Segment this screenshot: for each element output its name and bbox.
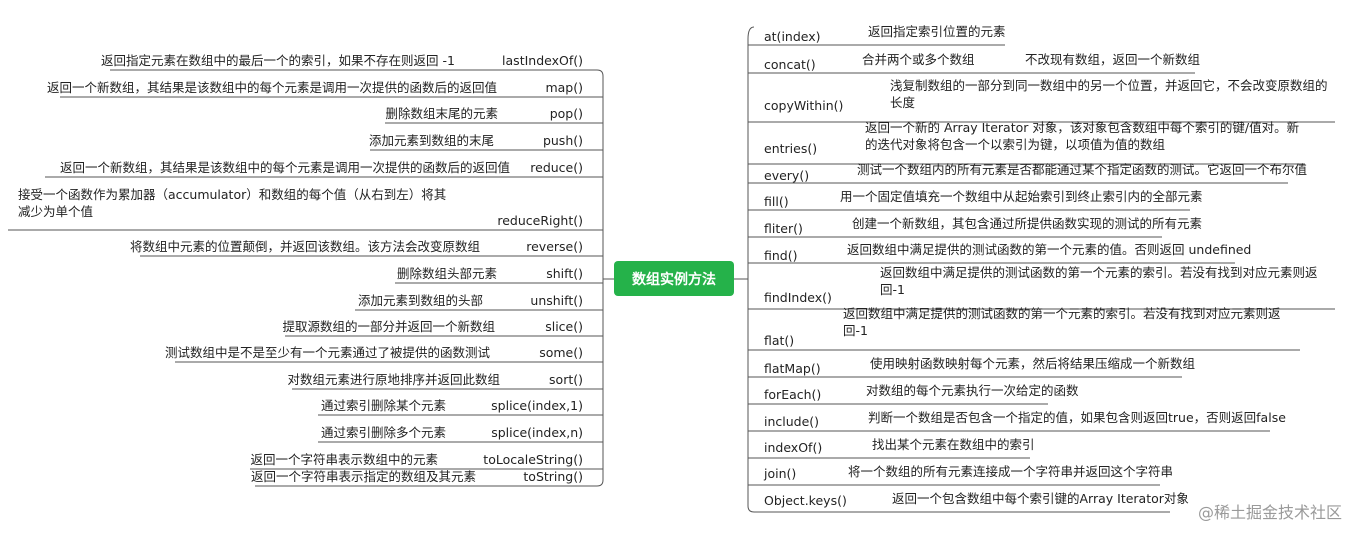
right-method-label[interactable]: every() <box>764 168 810 183</box>
right-method-label[interactable]: flatMap() <box>764 361 821 376</box>
right-desc-label: 返回指定索引位置的元素 <box>868 24 1006 39</box>
right-method-label[interactable]: entries() <box>764 141 818 156</box>
right-spine-bottom <box>747 505 755 513</box>
left-desc-label: 测试数组中是不是至少有一个元素通过了被提供的函数测试 <box>164 345 490 360</box>
left-desc-label: 提取源数组的一部分并返回一个新数组 <box>282 319 495 334</box>
left-method-label[interactable]: toString() <box>523 469 583 484</box>
right-method-label[interactable]: find() <box>764 248 798 263</box>
left-desc-label: 删除数组头部元素 <box>396 266 497 281</box>
right-desc-label: 测试一个数组内的所有元素是否都能通过某个指定函数的测试。它返回一个布尔值 <box>857 162 1308 177</box>
right-subdesc-label: 不改现有数组，返回一个新数组 <box>1025 52 1201 67</box>
left-method-label[interactable]: reverse() <box>526 239 583 254</box>
right-desc-label: 返回数组中满足提供的测试函数的第一个元素的索引。若没有找到对应元素则返回-1 <box>843 306 1281 338</box>
right-method-label[interactable]: fliter() <box>764 221 803 236</box>
right-method-label[interactable]: findIndex() <box>764 290 832 305</box>
left-method-label[interactable]: unshift() <box>530 293 583 308</box>
right-method-label[interactable]: forEach() <box>764 387 822 402</box>
left-desc-label: 通过索引删除多个元素 <box>320 425 446 440</box>
left-desc-label: 删除数组末尾的元素 <box>385 106 498 121</box>
right-method-label[interactable]: copyWithin() <box>764 98 844 113</box>
left-desc-label: 添加元素到数组的头部 <box>357 293 483 308</box>
right-method-label[interactable]: include() <box>764 414 820 429</box>
left-method-label[interactable]: pop() <box>549 106 583 121</box>
right-desc-label: 用一个固定值填充一个数组中从起始索引到终止索引内的全部元素 <box>840 189 1203 204</box>
left-desc-label: 通过索引删除某个元素 <box>320 398 446 413</box>
right-method-label[interactable]: Object.keys() <box>764 493 847 508</box>
right-desc-label: 合并两个或多个数组 <box>862 52 975 67</box>
right-desc-label: 返回数组中满足提供的测试函数的第一个元素的值。否则返回 undefined <box>847 242 1252 257</box>
left-method-label[interactable]: lastIndexOf() <box>502 53 583 68</box>
right-spine-top <box>747 26 755 40</box>
left-desc-label: 将数组中元素的位置颠倒，并返回该数组。该方法会改变原数组 <box>129 239 480 254</box>
left-desc-label: 返回指定元素在数组中的最后一个的索引，如果不存在则返回 -1 <box>101 53 455 68</box>
right-method-label[interactable]: fill() <box>764 194 789 209</box>
right-method-label[interactable]: concat() <box>764 57 816 72</box>
right-desc-label: 判断一个数组是否包含一个指定的值，如果包含则返回true，否则返回false <box>868 410 1286 425</box>
left-method-label[interactable]: splice(index,n) <box>491 425 583 440</box>
watermark: @稀土掘金技术社区 <box>1197 503 1342 522</box>
left-method-label[interactable]: reduce() <box>530 160 583 175</box>
right-method-label[interactable]: flat() <box>764 333 795 348</box>
left-method-label[interactable]: sort() <box>549 372 583 387</box>
right-desc-label: 返回一个包含数组中每个索引键的Array Iterator对象 <box>892 491 1189 506</box>
right-desc-label: 创建一个新数组，其包含通过所提供函数实现的测试的所有元素 <box>852 216 1203 231</box>
left-desc-label: 接受一个函数作为累加器（accumulator）和数组的每个值（从右到左）将其减… <box>18 187 447 219</box>
left-desc-label: 添加元素到数组的末尾 <box>368 133 494 148</box>
left-method-label[interactable]: push() <box>542 133 583 148</box>
right-desc-label: 浅复制数组的一部分到同一数组中的另一个位置，并返回它，不会改变原数组的长度 <box>890 78 1328 110</box>
left-desc-label: 返回一个新数组，其结果是该数组中的每个元素是调用一次提供的函数后的返回值 <box>59 160 510 175</box>
root-node[interactable]: 数组实例方法 <box>614 261 734 296</box>
left-method-label[interactable]: some() <box>539 345 583 360</box>
left-desc-label: 返回一个新数组，其结果是该数组中的每个元素是调用一次提供的函数后的返回值 <box>46 80 497 95</box>
left-method-label[interactable]: map() <box>545 80 583 95</box>
left-method-label[interactable]: splice(index,1) <box>491 398 583 413</box>
right-desc-label: 找出某个元素在数组中的索引 <box>872 437 1035 452</box>
left-spine-top <box>596 69 604 77</box>
right-desc-label: 返回数组中满足提供的测试函数的第一个元素的索引。若没有找到对应元素则返回-1 <box>880 265 1318 297</box>
left-method-label[interactable]: toLocaleString() <box>483 452 583 467</box>
right-desc-label: 对数组的每个元素执行一次给定的函数 <box>866 383 1079 398</box>
left-method-label[interactable]: reduceRight() <box>497 213 583 228</box>
right-method-label[interactable]: join() <box>764 466 797 481</box>
right-method-label[interactable]: at(index) <box>764 29 821 44</box>
right-desc-label: 使用映射函数映射每个元素，然后将结果压缩成一个新数组 <box>870 356 1196 371</box>
right-desc-label: 返回一个新的 Array Iterator 对象，该对象包含数组中每个索引的键/… <box>865 120 1300 152</box>
right-method-label[interactable]: indexOf() <box>764 440 823 455</box>
left-method-label[interactable]: shift() <box>546 266 583 281</box>
right-desc-label: 将一个数组的所有元素连接成一个字符串并返回这个字符串 <box>848 464 1174 479</box>
left-desc-label: 返回一个字符串表示数组中的元素 <box>250 452 438 467</box>
left-desc-label: 返回一个字符串表示指定的数组及其元素 <box>250 469 476 484</box>
left-desc-label: 对数组元素进行原地排序并返回此数组 <box>287 372 500 387</box>
left-method-label[interactable]: slice() <box>545 319 583 334</box>
left-spine-bottom <box>596 479 604 487</box>
